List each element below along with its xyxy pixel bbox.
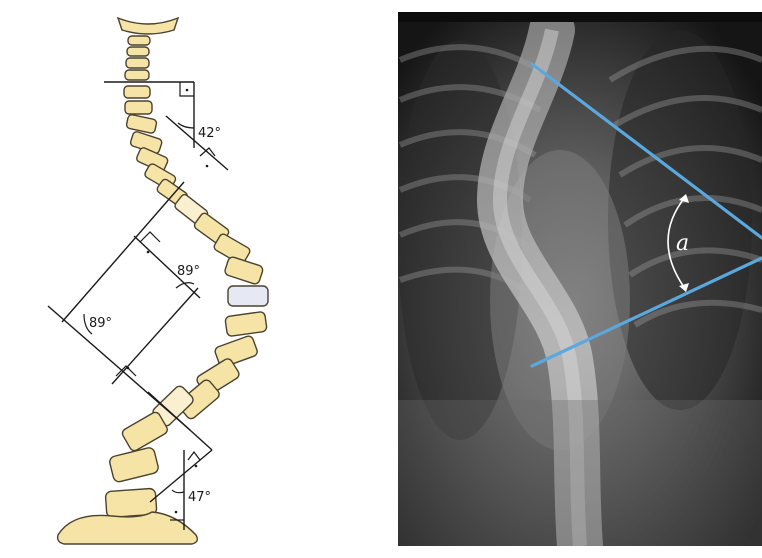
xray-panel: a [398, 12, 762, 546]
angle-symbol: a [676, 231, 689, 256]
sacrum [58, 512, 198, 544]
middle-right-angle-label: 89° [177, 264, 200, 279]
spine-diagram: 42° 89° 89° 47° [48, 18, 268, 544]
lower-angle-label: 47° [188, 490, 211, 505]
middle-left-angle-label: 89° [89, 316, 112, 331]
skull-base [118, 18, 178, 34]
upper-angle-label: 42° [198, 126, 221, 141]
